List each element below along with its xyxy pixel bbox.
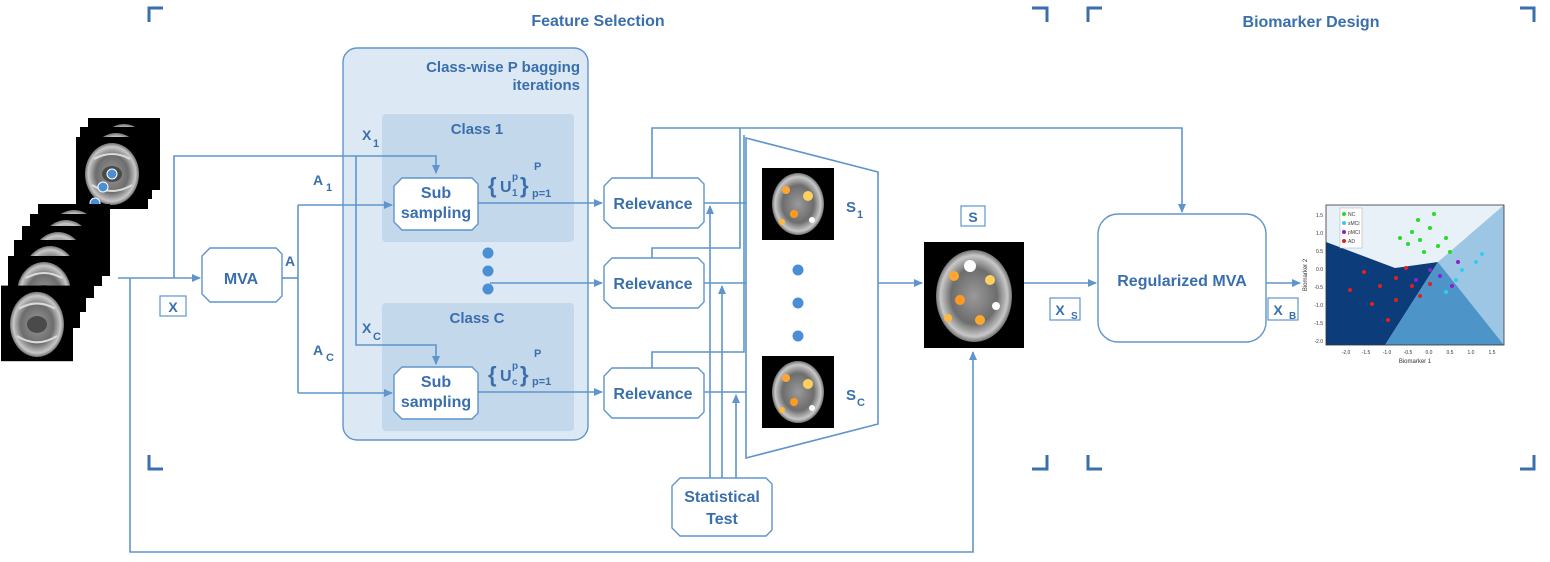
uc-brace-open: {: [488, 362, 497, 387]
uc-notation: { U p c } P p=1: [488, 348, 551, 388]
s1-brain-map: [762, 168, 834, 240]
u1-sup: p: [512, 172, 518, 183]
classC-label: Class C: [449, 310, 504, 327]
xtick-2: -1.0: [1383, 350, 1392, 356]
biomarker-scatter-plot: NC sMCI pMCI AD -2.0 -1.5 -1.0 -0.5 0.0 …: [1303, 204, 1505, 365]
ytick-3: 0.0: [1316, 267, 1323, 273]
sc-sub: C: [857, 397, 865, 409]
xs-label-box: [1049, 297, 1081, 321]
ac-label: A: [313, 342, 323, 358]
input-images-top-stack: [75, 117, 161, 210]
legend-smci: sMCI: [1348, 221, 1360, 227]
feature-selection-title: Feature Selection: [531, 13, 664, 30]
uc-sub: c: [512, 377, 518, 388]
xtick-5: 0.5: [1447, 350, 1454, 356]
xs-label: X: [1055, 302, 1065, 318]
u1-p-eq: p=1: [532, 188, 551, 200]
input-images-bottom-stack: [0, 203, 111, 363]
relevance-1-block: [603, 177, 705, 229]
xb-label-box: [1267, 297, 1299, 321]
xtick-7: 1.5: [1489, 350, 1496, 356]
mva-block: [201, 247, 283, 303]
biomarker-design-title: Biomarker Design: [1243, 14, 1380, 31]
uc-p-eq: p=1: [532, 376, 551, 388]
ytick-1: 1.0: [1316, 231, 1323, 237]
ac-sub: C: [326, 352, 334, 364]
plot-ylabel: Biomarker 2: [1303, 258, 1309, 291]
s1-label: S: [846, 199, 856, 216]
uc-brace-close: }: [520, 362, 529, 387]
legend-ad: AD: [1348, 239, 1355, 245]
xtick-4: 0.0: [1426, 350, 1433, 356]
xs-sub: S: [1071, 311, 1078, 322]
xtick-0: -2.0: [1342, 350, 1351, 356]
sub-sampling-c-line2: sampling: [401, 394, 471, 411]
xc-sub: C: [373, 331, 381, 343]
regularized-mva-block: [1097, 213, 1267, 343]
x-label: X: [168, 299, 178, 315]
xtick-6: 1.0: [1468, 350, 1475, 356]
class1-label: Class 1: [451, 121, 504, 138]
statistical-test-block: [671, 477, 773, 537]
sub-sampling-c-line1: Sub: [421, 374, 451, 391]
x1-sub: 1: [373, 138, 379, 150]
uc-symbol: U: [500, 368, 512, 385]
u1-brace-open: {: [488, 173, 497, 198]
x-label-box: [159, 295, 187, 317]
sub-sampling-1-block: [393, 177, 479, 231]
s-brain-map: [924, 242, 1024, 348]
s-ellipsis-dots: [792, 264, 804, 342]
relevance-2-label: Relevance: [613, 276, 692, 293]
uc-p-sup: P: [534, 348, 541, 360]
ytick-2: 0.5: [1316, 249, 1323, 255]
statistical-test-line2: Test: [706, 511, 738, 528]
ytick-4: -0.5: [1314, 285, 1323, 291]
ytick-6: -1.5: [1314, 321, 1323, 327]
u1-p-sup: P: [534, 161, 541, 173]
a-label: A: [285, 253, 295, 269]
u1-symbol: U: [500, 179, 512, 196]
uc-sup: p: [512, 361, 518, 372]
class-ellipsis-dots: [482, 247, 494, 295]
sc-label: S: [846, 387, 856, 404]
sub-sampling-1-line2: sampling: [401, 205, 471, 222]
a1-label: A: [313, 172, 323, 188]
relevance-c-label: Relevance: [613, 386, 692, 403]
statistical-test-line1: Statistical: [684, 489, 760, 506]
legend-pmci: pMCI: [1348, 230, 1360, 236]
legend-nc: NC: [1348, 212, 1356, 218]
xb-sub: B: [1289, 311, 1296, 322]
s-label: S: [968, 209, 977, 225]
section-brackets: [147, 6, 1536, 471]
bagging-panel-title-line2: iterations: [512, 77, 580, 94]
xtick-1: -1.5: [1362, 350, 1371, 356]
relevance-2-block: [603, 257, 705, 309]
ytick-5: -1.0: [1314, 303, 1323, 309]
u1-brace-close: }: [520, 173, 529, 198]
plot-xlabel: Biomarker 1: [1399, 359, 1432, 365]
u1-notation: { U p 1 } P p=1: [488, 161, 551, 200]
xb-label: X: [1273, 302, 1283, 318]
xtick-3: -0.5: [1404, 350, 1413, 356]
bagging-panel-title-line1: Class-wise P bagging: [426, 59, 580, 76]
regularized-mva-label: Regularized MVA: [1117, 273, 1247, 290]
relevance-1-label: Relevance: [613, 196, 692, 213]
s1-sub: 1: [857, 209, 863, 221]
s-label-box: [960, 205, 986, 227]
ytick-0: 1.5: [1316, 213, 1323, 219]
sc-brain-map: [762, 356, 834, 428]
ytick-7: -2.0: [1314, 339, 1323, 345]
relevance-c-block: [603, 367, 705, 419]
xc-label: X: [362, 320, 372, 336]
mva-label: MVA: [224, 271, 259, 288]
connection-wires: [118, 127, 1301, 553]
x1-label: X: [362, 127, 372, 143]
u1-sub: 1: [512, 188, 518, 199]
a1-sub: 1: [326, 182, 332, 194]
sub-sampling-1-line1: Sub: [421, 185, 451, 202]
sub-sampling-c-block: [393, 366, 479, 420]
